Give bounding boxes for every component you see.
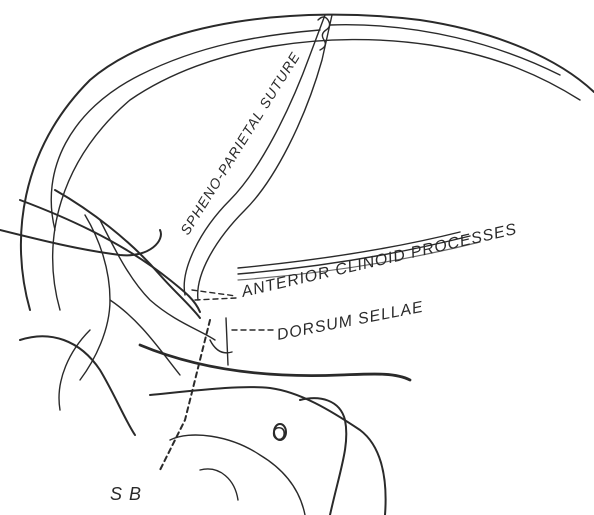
- sella-floor: [210, 340, 232, 353]
- fossa-curve: [110, 300, 180, 375]
- jaw-curve-left: [59, 330, 90, 410]
- anterior-clinoid-leader-2: [195, 298, 236, 300]
- skull-vault-outer: [21, 15, 594, 310]
- label-dorsum-sellae: DORSUM SELLAE: [276, 299, 426, 344]
- orbit-curve-3: [55, 190, 200, 318]
- sphenoid-curve: [100, 220, 215, 340]
- zygoma-curve: [20, 336, 135, 435]
- anterior-clinoid-leader: [192, 290, 236, 296]
- suture-line-left: [184, 15, 325, 295]
- label-anterior-clinoid: ANTERIOR CLINOID PROCESSES: [239, 221, 519, 301]
- clivus-contour: [150, 387, 386, 515]
- label-o: O: [272, 424, 287, 444]
- cranial-arc: [51, 30, 320, 230]
- suture-line-right: [198, 15, 332, 300]
- mastoid-curve: [200, 469, 238, 500]
- petrous-curve: [170, 435, 305, 515]
- label-spheno-parietal-suture: SPHENO-PARIETAL SUTURE: [177, 49, 303, 238]
- label-sb: S B: [110, 484, 142, 504]
- dorsum-sellae-line: [226, 318, 228, 365]
- maxilla-curve: [80, 215, 110, 380]
- sb-leader: [160, 320, 210, 470]
